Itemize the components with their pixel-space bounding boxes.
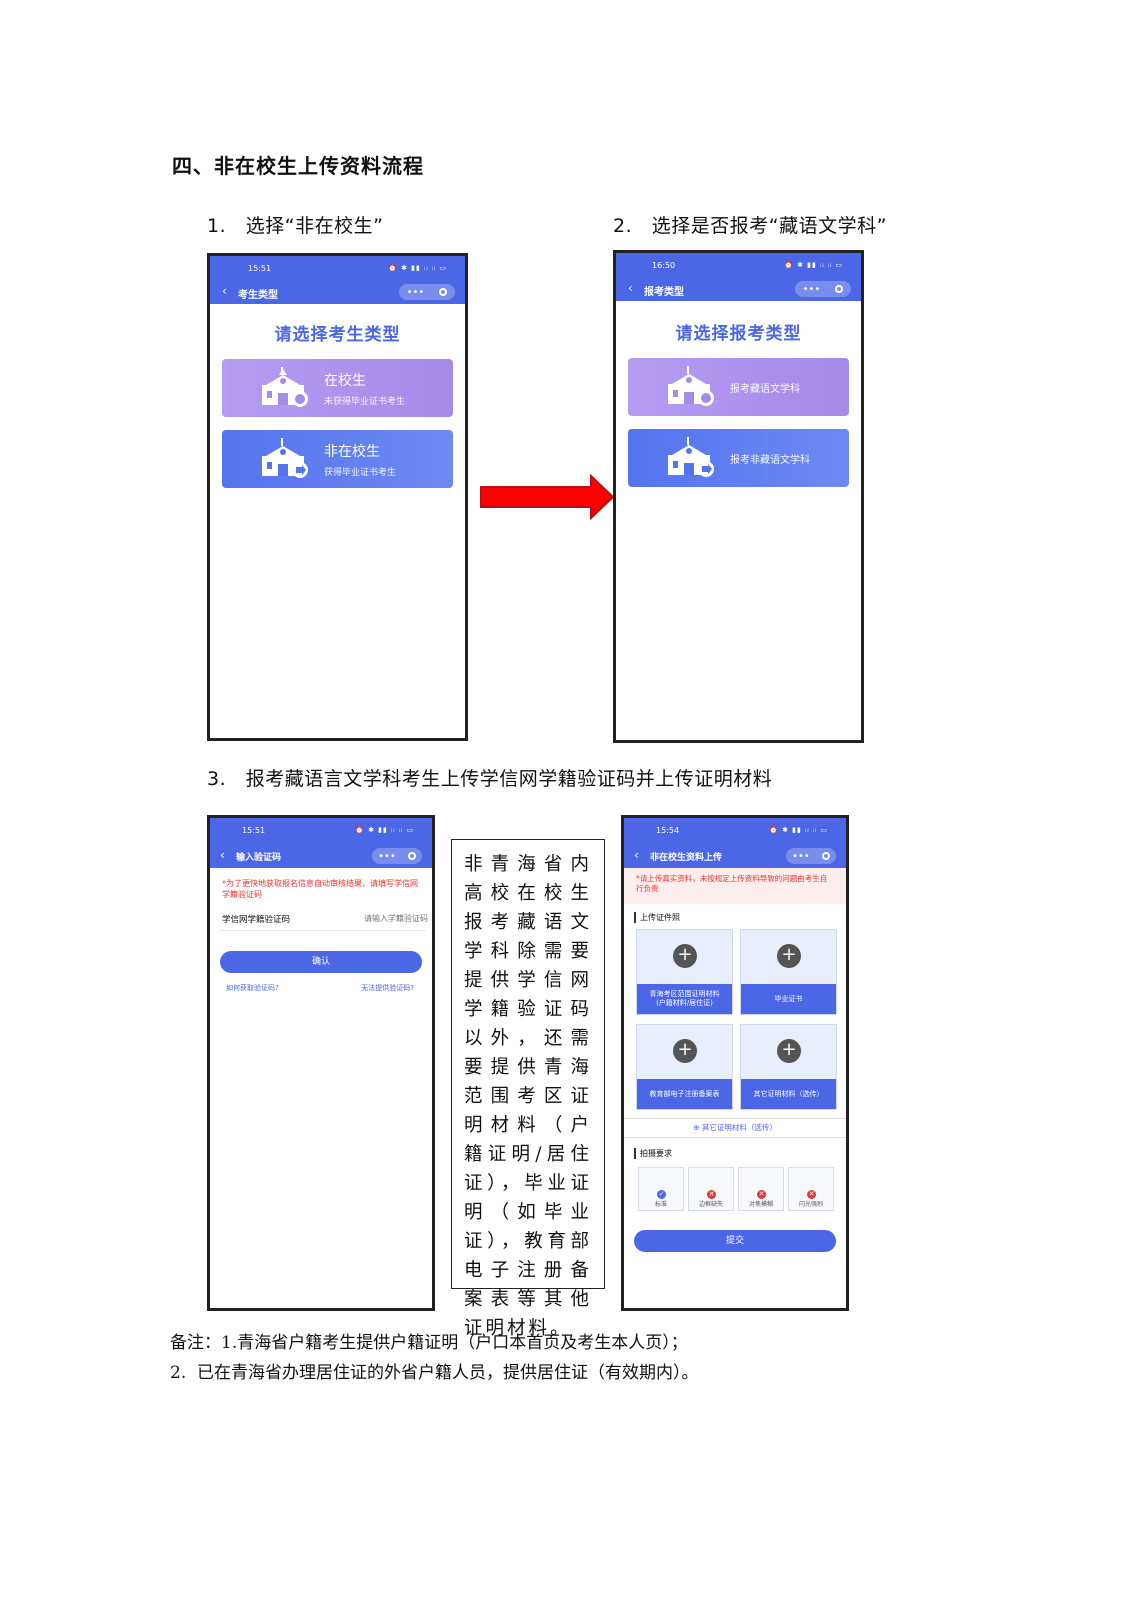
school-icon — [660, 364, 718, 410]
phone-screen-verify-code: 15:51 ⏰ ✱ ▮▮ ᵢₗ ᵢₗ ▭ ‹ 输入验证码 ••• *为了更快地获… — [207, 815, 435, 1311]
phone-header: 15:51 ⏰ ✱ ▮▮ ᵢₗ ᵢₗ ▭ ‹ 考生类型 ••• — [210, 256, 465, 304]
note-line-1: 备注：1.青海省户籍考生提供户籍证明（户口本首页及考生本人页）； — [170, 1333, 688, 1353]
nav-title: 非在校生资料上传 — [650, 853, 723, 863]
phone-header: 15:51 ⏰ ✱ ▮▮ ᵢₗ ᵢₗ ▭ ‹ 输入验证码 ••• — [210, 818, 432, 868]
more-icon[interactable]: ••• — [406, 286, 425, 298]
upload-cell-label: 毕业证书 — [741, 984, 836, 1014]
upload-cell-other[interactable]: + 其它证明材料（选传） — [740, 1024, 837, 1110]
upload-cell-label: 教育部电子注册备案表 — [637, 1079, 732, 1109]
back-icon[interactable]: ‹ — [634, 848, 639, 862]
cross-icon: ✕ — [707, 1190, 716, 1199]
nav-title: 输入验证码 — [236, 853, 282, 863]
back-icon[interactable]: ‹ — [220, 848, 225, 862]
back-icon[interactable]: ‹ — [222, 284, 227, 298]
add-icon: + — [777, 944, 801, 968]
phone-header: 16:50 ⏰ ✱ ▮▮ ᵢₗ ᵢₗ ▭ ‹ 报考类型 ••• — [616, 253, 861, 301]
option-card-in-school[interactable]: 在校生 未获得毕业证书考生 — [222, 359, 453, 417]
note-line-2: 2. 已在青海省办理居住证的外省户籍人员，提供居住证（有效期内）。 — [170, 1363, 699, 1383]
status-time: 15:54 — [656, 826, 680, 835]
status-icons: ⏰ ✱ ▮▮ ᵢₗ ᵢₗ ▭ — [784, 261, 843, 269]
requirement-missing-edge: ✕ 边框缺失 — [688, 1167, 734, 1211]
upload-cell-residence[interactable]: + 青海考区范围证明材料 (户籍材料/居住证) — [636, 929, 733, 1015]
mini-program-capsule[interactable]: ••• — [786, 848, 836, 864]
mini-program-capsule[interactable]: ••• — [399, 284, 455, 300]
mini-program-capsule[interactable]: ••• — [372, 848, 422, 864]
school-icon — [254, 436, 312, 482]
page-title: 请选择考生类型 — [274, 325, 401, 345]
school-icon — [660, 435, 718, 481]
requirement-blurry: ✕ 对焦模糊 — [738, 1167, 784, 1211]
card-title: 报考非藏语文学科 — [730, 454, 810, 466]
status-icons: ⏰ ✱ ▮▮ ᵢₗ ᵢₗ ▭ — [355, 826, 414, 834]
add-icon: + — [673, 944, 697, 968]
card-title: 在校生 — [324, 372, 366, 389]
option-card-non-tibetan[interactable]: 报考非藏语文学科 — [628, 429, 849, 487]
card-title: 非在校生 — [324, 443, 380, 460]
add-icon: + — [673, 1039, 697, 1063]
upload-cell-registration-form[interactable]: + 教育部电子注册备案表 — [636, 1024, 733, 1110]
mini-program-capsule[interactable]: ••• — [795, 281, 851, 297]
option-card-not-in-school[interactable]: 非在校生 获得毕业证书考生 — [222, 430, 453, 488]
school-icon — [254, 365, 312, 411]
step-1-label: 1. 选择“非在校生” — [207, 215, 384, 237]
phone-header: 15:54 ⏰ ✱ ▮▮ ᵢₗ ᵢₗ ▭ ‹ 非在校生资料上传 ••• — [624, 818, 846, 868]
section-heading: 四、非在校生上传资料流程 — [172, 154, 424, 178]
notice-text: *为了更快地获取报名信息自动审核结果，请填写学信网学籍验证码 — [222, 879, 418, 899]
notice-banner: *请上传真实资料，未按规定上传资料导致的问题由考生自行负责 — [624, 868, 846, 904]
more-icon[interactable]: ••• — [378, 850, 396, 862]
verify-code-input[interactable] — [330, 908, 430, 928]
step-3-label: 3. 报考藏语言文学科考生上传学信网学籍验证码并上传证明材料 — [207, 768, 773, 790]
requirement-label: 对焦模糊 — [748, 1201, 773, 1208]
status-icons: ⏰ ✱ ▮▮ ᵢₗ ᵢₗ ▭ — [769, 826, 828, 834]
card-subtitle: 获得毕业证书考生 — [324, 467, 397, 478]
requirement-standard: ✓ 标准 — [638, 1167, 684, 1211]
close-circle-icon[interactable] — [821, 852, 830, 860]
status-time: 15:51 — [248, 264, 272, 273]
requirement-label: 闪光强烈 — [798, 1201, 823, 1208]
upload-cell-label: 青海考区范围证明材料 (户籍材料/居住证) — [637, 984, 732, 1014]
check-icon: ✓ — [657, 1190, 666, 1199]
phone-screen-upload-materials: 15:54 ⏰ ✱ ▮▮ ᵢₗ ᵢₗ ▭ ‹ 非在校生资料上传 ••• *请上传… — [621, 815, 849, 1311]
nav-title: 报考类型 — [644, 287, 684, 298]
close-circle-icon[interactable] — [439, 288, 448, 296]
page-title: 请选择报考类型 — [675, 324, 802, 344]
flow-arrow-icon — [480, 474, 615, 520]
step-2-label: 2. 选择是否报考“藏语文学科” — [613, 215, 887, 237]
requirement-flash-glare: ✕ 闪光强烈 — [788, 1167, 834, 1211]
more-icon[interactable]: ••• — [792, 850, 810, 862]
section-requirements-title: 拍摄要求 — [634, 1148, 672, 1159]
more-icon[interactable]: ••• — [802, 283, 821, 295]
add-other-materials-button[interactable]: ⊕ 其它证明材料（选传） — [624, 1118, 846, 1138]
how-to-get-code-link[interactable]: 如何获取验证码? — [226, 984, 279, 992]
close-circle-icon[interactable] — [407, 852, 416, 860]
status-time: 16:50 — [652, 261, 676, 270]
close-circle-icon[interactable] — [835, 285, 844, 293]
divider — [220, 930, 426, 931]
card-subtitle: 未获得毕业证书考生 — [324, 396, 406, 407]
requirement-label: 边框缺失 — [698, 1201, 723, 1208]
cannot-provide-code-link[interactable]: 无法提供验证码? — [361, 984, 414, 992]
confirm-button[interactable]: 确认 — [220, 951, 422, 973]
option-card-tibetan[interactable]: 报考藏语文学科 — [628, 358, 849, 416]
upload-cell-label: 其它证明材料（选传） — [741, 1079, 836, 1109]
back-icon[interactable]: ‹ — [628, 281, 633, 295]
add-icon: + — [777, 1039, 801, 1063]
phone-screen-student-type: 15:51 ⏰ ✱ ▮▮ ᵢₗ ᵢₗ ▭ ‹ 考生类型 ••• 请选择考生类型 … — [207, 253, 468, 741]
section-upload-title: 上传证件照 — [634, 912, 680, 923]
status-time: 15:51 — [242, 826, 266, 835]
cross-icon: ✕ — [757, 1190, 766, 1199]
cross-icon: ✕ — [807, 1190, 816, 1199]
submit-button[interactable]: 提交 — [634, 1230, 836, 1252]
upload-cell-diploma[interactable]: + 毕业证书 — [740, 929, 837, 1015]
explanation-box: 非青海省内高校在校生报考藏语文学科除需要提供学信网学籍验证码以外，还需要提供青海… — [451, 839, 605, 1339]
card-title: 报考藏语文学科 — [730, 383, 800, 395]
nav-title: 考生类型 — [238, 290, 278, 301]
requirement-label: 标准 — [654, 1201, 667, 1208]
status-icons: ⏰ ✱ ▮▮ ᵢₗ ᵢₗ ▭ — [388, 264, 447, 272]
phone-screen-exam-type: 16:50 ⏰ ✱ ▮▮ ᵢₗ ᵢₗ ▭ ‹ 报考类型 ••• 请选择报考类型 … — [613, 250, 864, 743]
field-label: 学信网学籍验证码 — [222, 915, 291, 925]
